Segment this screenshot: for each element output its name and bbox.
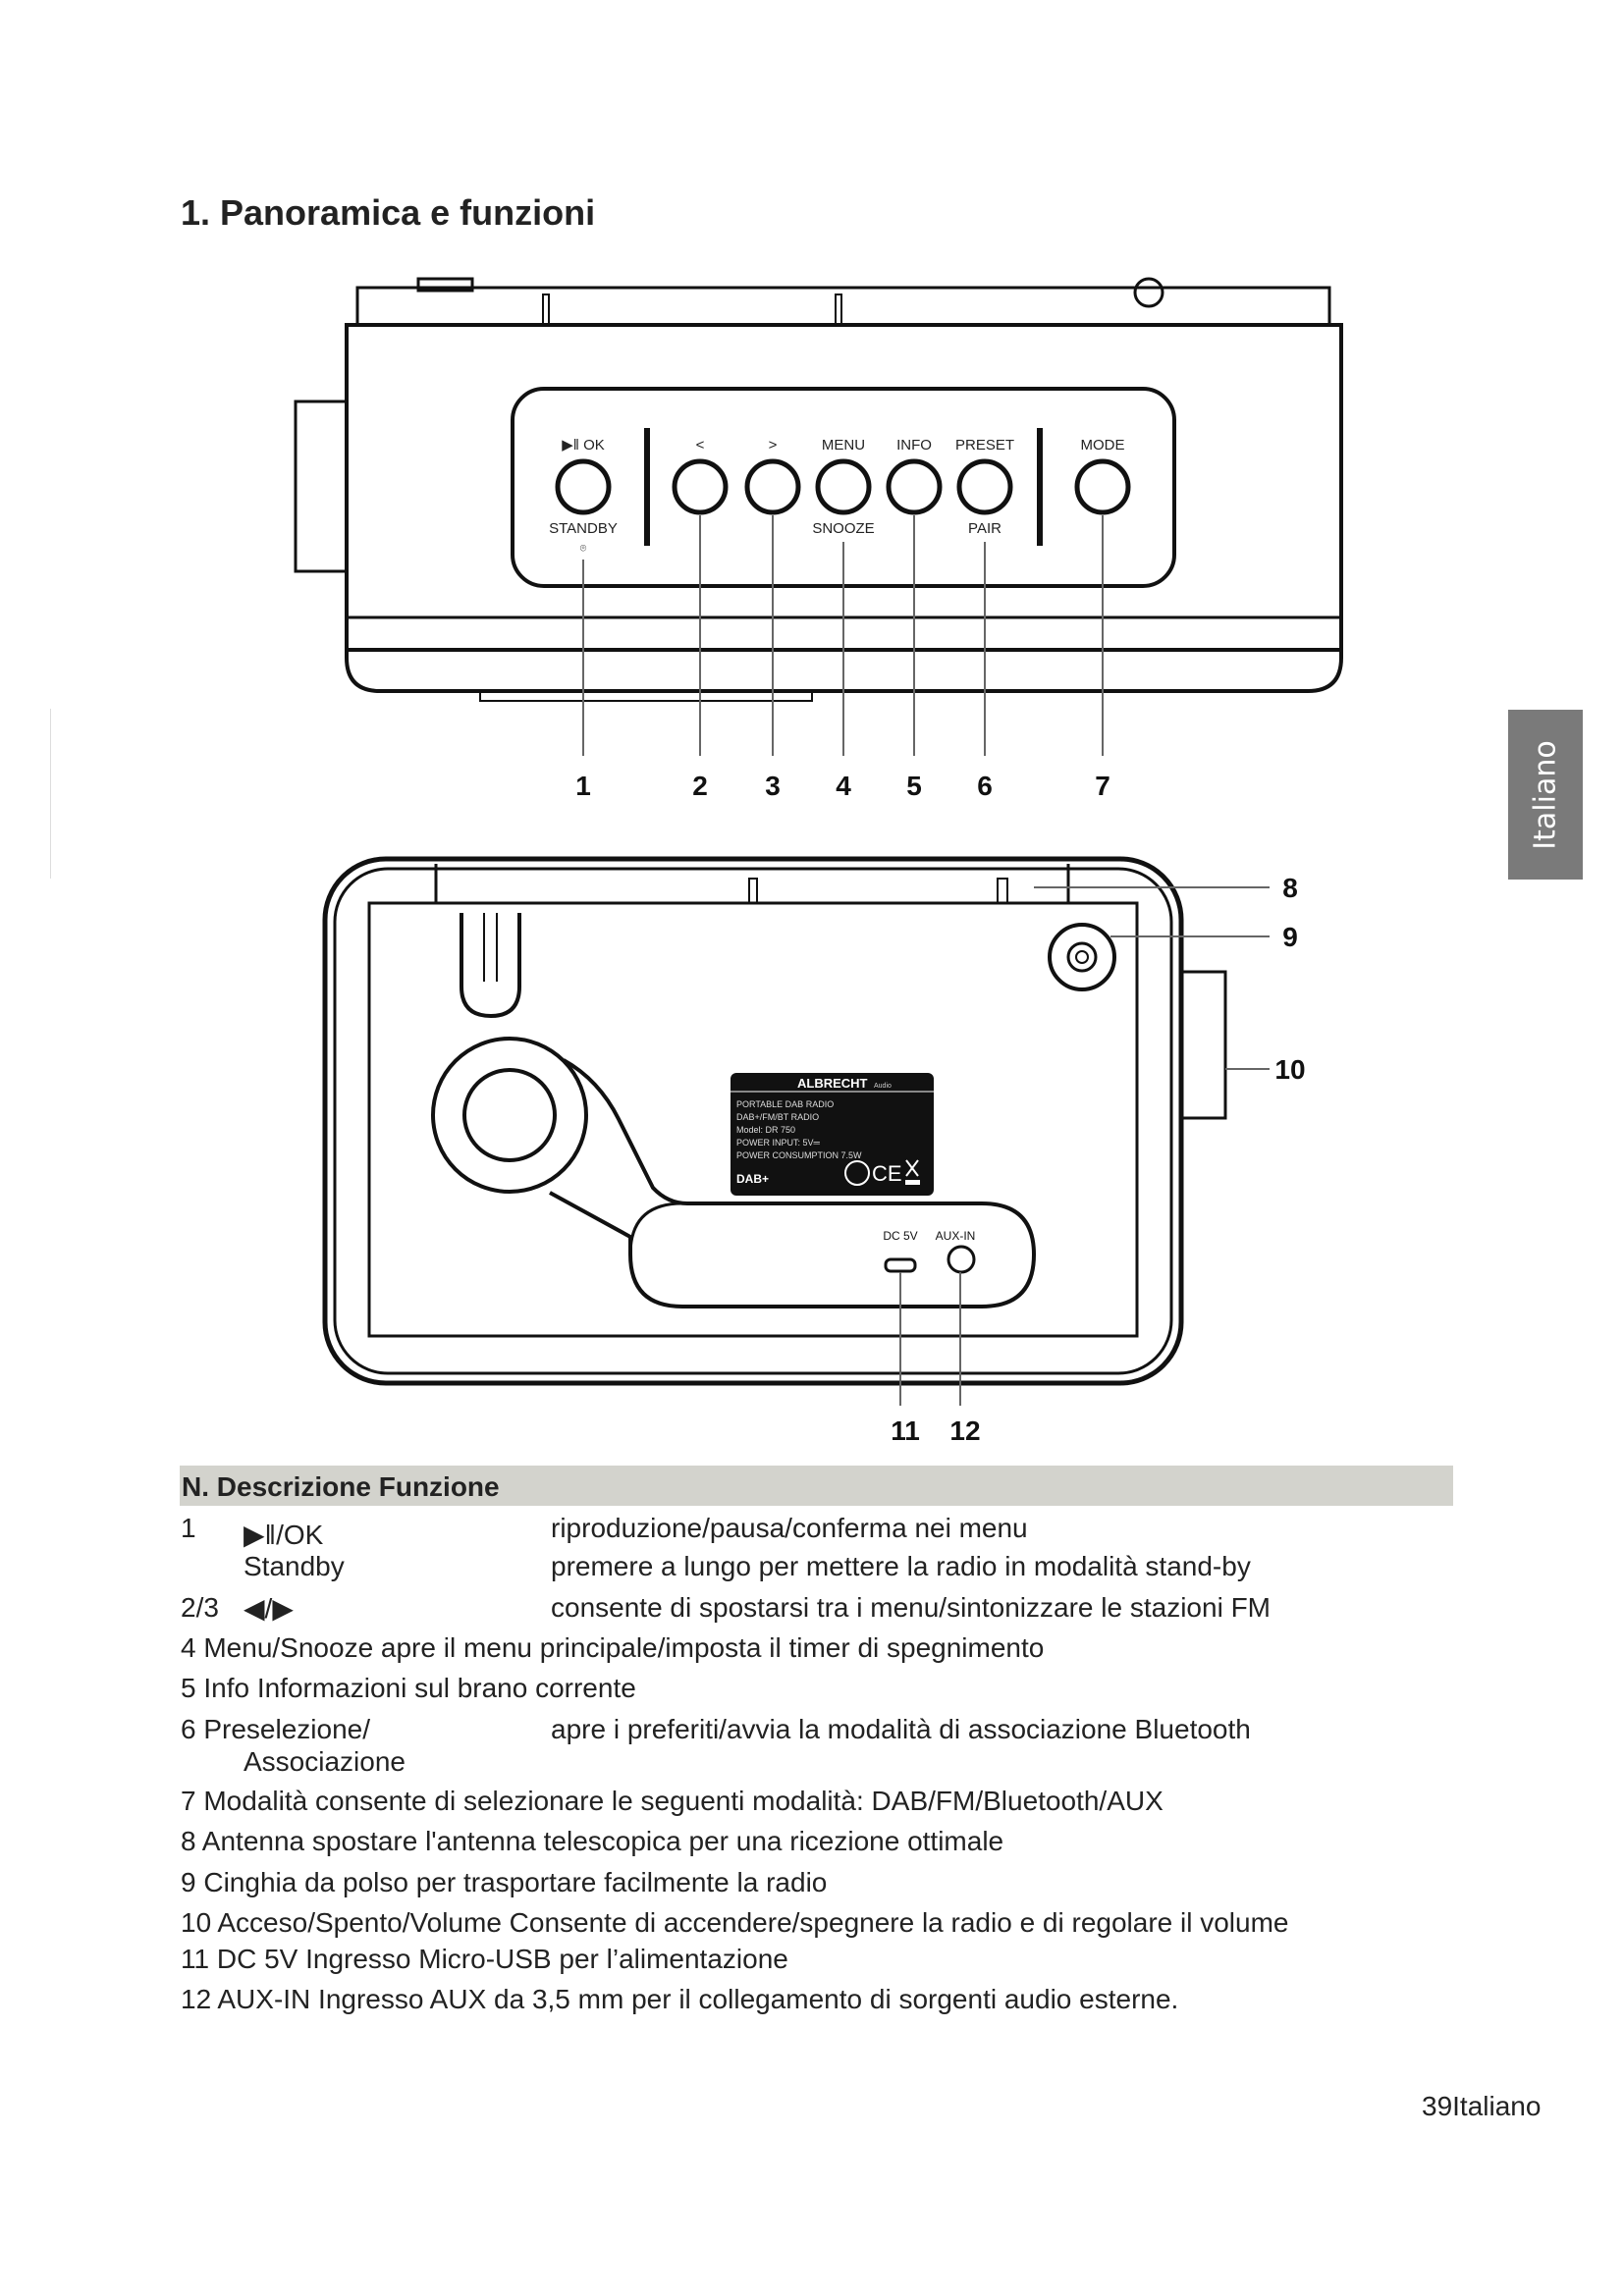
table-row-text: 8 Antenna spostare l'antenna telescopica… — [181, 1826, 1004, 1856]
table-row-desc: premere a lungo per mettere la radio in … — [551, 1551, 1251, 1581]
sublabel-standby_symbol: ⌾ — [580, 543, 587, 555]
table-row-text: 11 DC 5V Ingresso Micro-USB per l’alimen… — [181, 1944, 788, 1974]
callout-number: 5 — [906, 771, 922, 801]
table-row-desc: apre i preferiti/avvia la modalità di as… — [551, 1714, 1251, 1744]
table-row-text: 4 Menu/Snooze apre il menu principale/im… — [181, 1632, 1045, 1663]
button-label-mode: MODE — [1081, 437, 1125, 454]
sublabel-standby: STANDBY — [549, 520, 618, 537]
callout-number: 9 — [1282, 922, 1298, 952]
table-row-name-cont: Associazione — [244, 1746, 406, 1777]
table-row-number: 1 — [181, 1513, 196, 1543]
table-row-name: ▶‖/OK — [244, 1520, 324, 1550]
rating-label-sticker: ALBRECHT Audio PORTABLE DAB RADIO DAB+/FM… — [731, 1073, 934, 1196]
back-view-diagram: ALBRECHT Audio PORTABLE DAB RADIO DAB+/FM… — [322, 856, 1306, 1446]
table-row-text: 9 Cinghia da polso per trasportare facil… — [181, 1867, 828, 1897]
callout-number: 11 — [891, 1415, 920, 1446]
table-header-label: N. Descrizione Funzione — [182, 1471, 500, 1502]
callout-number: 1 — [575, 771, 591, 801]
table-row-name: 6 Preselezione/ — [181, 1714, 371, 1744]
callout-number: 3 — [765, 771, 781, 801]
table-row-text: 12 AUX-IN Ingresso AUX da 3,5 mm per il … — [181, 1984, 1179, 2014]
sticker-line: DAB+/FM/BT RADIO — [736, 1112, 819, 1122]
ce-mark: CE — [872, 1161, 902, 1186]
dc-port-label: DC 5V — [883, 1229, 917, 1243]
button-label-preset: PRESET — [955, 437, 1014, 454]
table-row-text: 5 Info Informazioni sul brano corrente — [181, 1673, 636, 1703]
table-row-desc: consente di spostarsi tra i menu/sintoni… — [551, 1592, 1271, 1623]
table-header: N. Descrizione Funzione — [180, 1466, 1453, 1506]
sticker-line: Model: DR 750 — [736, 1125, 795, 1135]
button-mode — [1074, 458, 1131, 515]
callout-number: 12 — [949, 1415, 980, 1446]
button-info — [886, 458, 943, 515]
table-row-text: 7 Modalità consente di selezionare le se… — [181, 1786, 1164, 1816]
button-label-right: > — [769, 437, 778, 454]
sticker-line: PORTABLE DAB RADIO — [736, 1099, 834, 1109]
sublabel-snooze: SNOOZE — [812, 520, 874, 537]
front-view-diagram: ▶‖ OK < > MENU INFO PRESET MODE STANDBY ⌾ SNOOZE P… — [294, 277, 1343, 801]
table-row-number: 2/3 — [181, 1592, 219, 1623]
button-label-ok: ▶‖ OK — [562, 437, 605, 454]
sublabel-pair: PAIR — [968, 520, 1001, 537]
page-title: 1. Panoramica e funzioni — [181, 192, 596, 233]
callout-number: 4 — [836, 771, 851, 801]
button-left — [672, 458, 729, 515]
table-row-name: Standby — [244, 1551, 345, 1581]
button-right — [744, 458, 801, 515]
callout-number: 7 — [1095, 771, 1110, 801]
table-row-text: 10 Acceso/Spento/Volume Consente di acce… — [181, 1907, 1289, 1938]
callout-number: 2 — [692, 771, 708, 801]
sticker-brand: ALBRECHT — [797, 1076, 868, 1091]
sticker-line: POWER INPUT: 5V═ — [736, 1138, 821, 1148]
aux-port-label: AUX-IN — [936, 1229, 976, 1243]
sticker-line: POWER CONSUMPTION 7.5W — [736, 1150, 862, 1160]
button-label-left: < — [696, 437, 705, 454]
button-label-info: INFO — [896, 437, 932, 454]
margin-line — [50, 709, 51, 879]
button-preset — [956, 458, 1013, 515]
table-row-desc: riproduzione/pausa/conferma nei menu — [551, 1513, 1028, 1543]
callout-number: 8 — [1282, 873, 1298, 903]
page-number: 39Italiano — [1422, 2091, 1542, 2121]
button-menu — [815, 458, 872, 515]
radio-body-front — [294, 277, 1343, 702]
button-label-menu: MENU — [822, 437, 865, 454]
sticker-brand-suffix: Audio — [874, 1083, 892, 1090]
radio-body-back — [322, 856, 1227, 1386]
table-row-name: ◀/▶ — [244, 1593, 294, 1624]
callout-number: 10 — [1274, 1054, 1305, 1085]
dab-logo: DAB+ — [736, 1172, 769, 1186]
callout-number: 6 — [977, 771, 993, 801]
button-ok — [555, 458, 612, 515]
language-tab: Italiano — [1508, 710, 1583, 880]
